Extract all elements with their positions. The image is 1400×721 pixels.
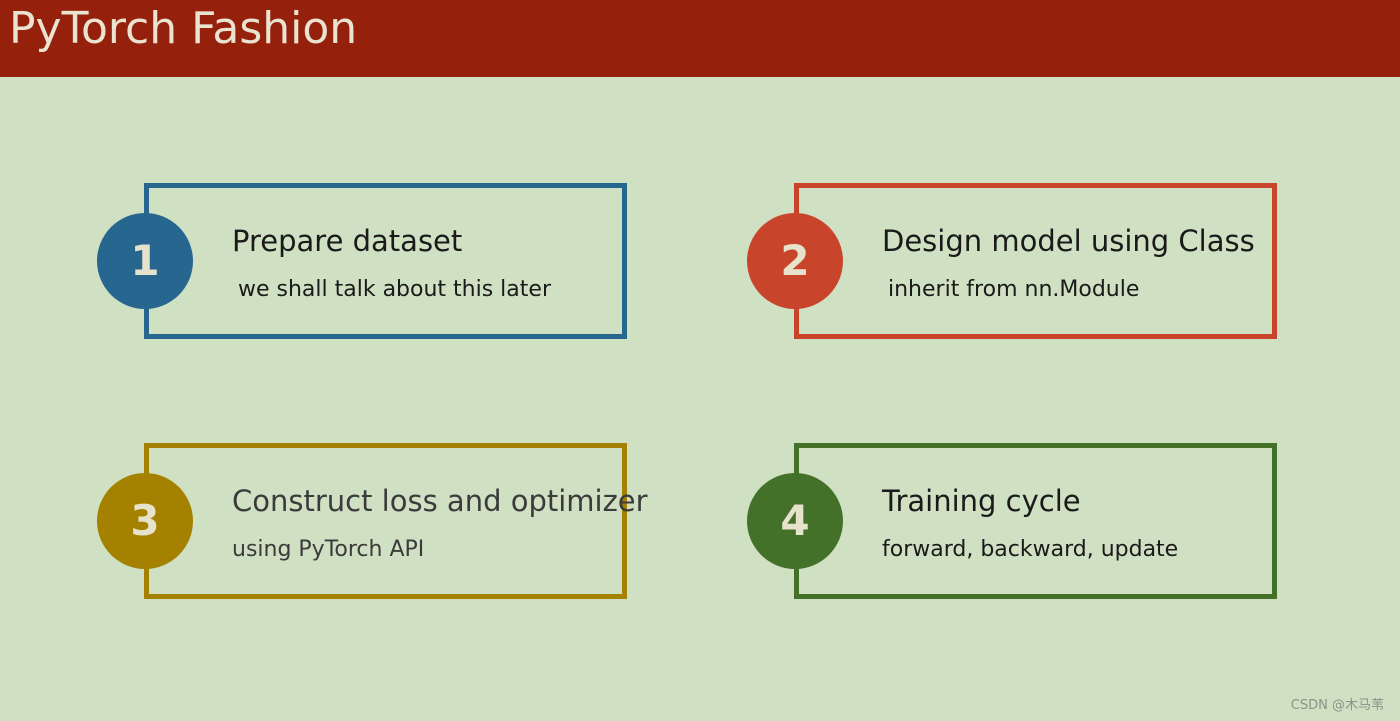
step-description: forward, backward, update xyxy=(882,537,1179,562)
page-title: PyTorch Fashion xyxy=(9,3,358,54)
step-card-3: 3 Construct loss and optimizer using PyT… xyxy=(97,443,648,599)
step-number: 2 xyxy=(780,236,810,285)
step-number-badge: 3 xyxy=(97,473,193,569)
step-number-badge: 2 xyxy=(747,213,843,309)
step-description: we shall talk about this later xyxy=(238,277,551,302)
step-description: using PyTorch API xyxy=(232,537,425,562)
step-card-1: 1 Prepare dataset we shall talk about th… xyxy=(97,183,627,339)
step-card-4: 4 Training cycle forward, backward, upda… xyxy=(747,443,1277,599)
step-number: 4 xyxy=(780,496,810,545)
step-number-badge: 4 xyxy=(747,473,843,569)
title-bar: PyTorch Fashion xyxy=(0,0,1400,77)
watermark: CSDN @木马苇 xyxy=(1290,698,1384,713)
step-number: 3 xyxy=(130,496,160,545)
step-card-frame xyxy=(794,183,1277,339)
step-number-badge: 1 xyxy=(97,213,193,309)
step-card-frame xyxy=(144,443,627,599)
step-title: Design model using Class xyxy=(882,224,1255,258)
step-description: inherit from nn.Module xyxy=(888,277,1140,302)
step-card-2: 2 Design model using Class inherit from … xyxy=(747,183,1277,339)
step-card-frame xyxy=(794,443,1277,599)
step-card-frame xyxy=(144,183,627,339)
step-title: Construct loss and optimizer xyxy=(232,484,648,518)
step-number: 1 xyxy=(130,236,160,285)
step-title: Prepare dataset xyxy=(232,224,463,258)
step-title: Training cycle xyxy=(882,484,1081,518)
